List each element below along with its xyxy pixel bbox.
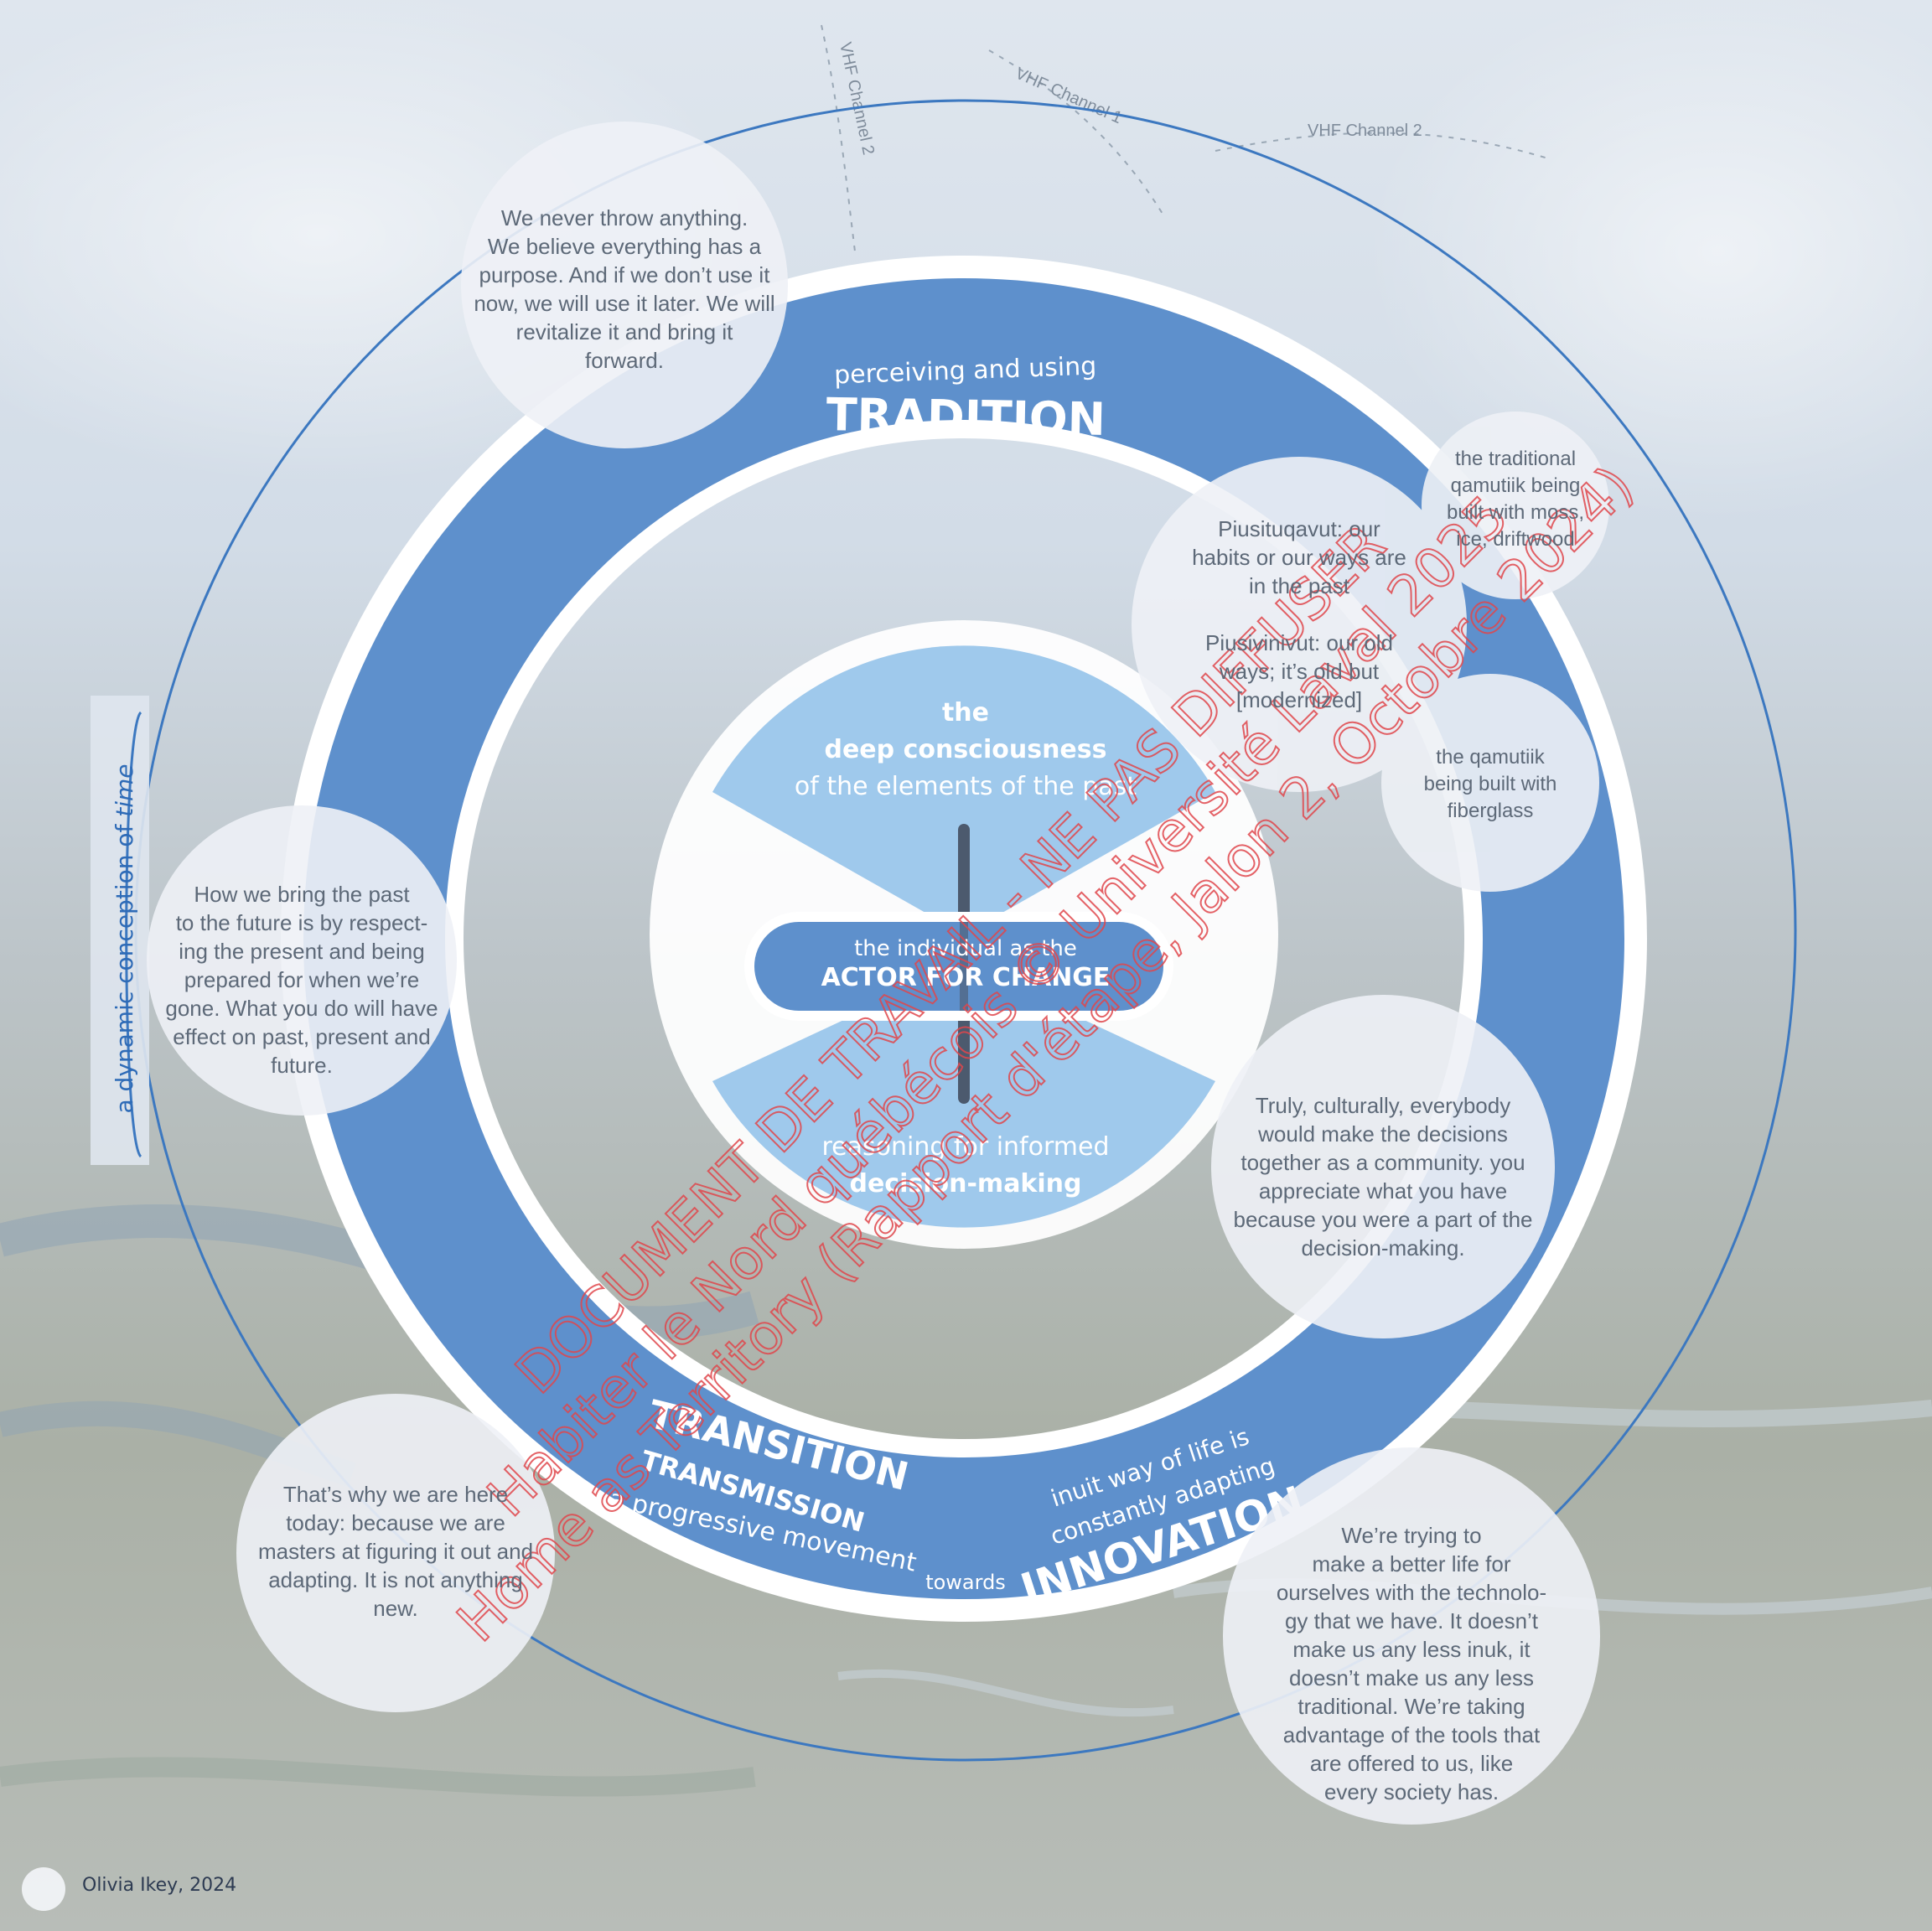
center-top-the: the: [942, 698, 989, 727]
bubble-traditional-qamutiik: [1422, 412, 1609, 599]
quote-fiberglass-qamutiik: the qamutiik being built with fiberglass: [1423, 746, 1557, 822]
bubble-past-future: [147, 805, 457, 1116]
bubble-better-life: [1223, 1447, 1600, 1825]
center-top-deep: deep consciousness: [824, 735, 1106, 764]
time-axis-emphasis: time: [111, 764, 138, 816]
bubble-never-throw: [461, 122, 788, 448]
quote-bubbles: [22, 122, 1609, 1911]
quote-past-future: How we bring the past to the future is b…: [165, 882, 438, 1078]
vhf-label-3: VHF Channel 2: [1308, 122, 1422, 140]
credit-caption: Olivia Ikey, 2024: [82, 1875, 237, 1896]
quote-piusituqavut: Piusituqavut: our habits or our ways are…: [1192, 516, 1406, 598]
quote-never-throw: We never throw anything. We believe ever…: [474, 205, 775, 373]
bubble-fiberglass: [1381, 674, 1599, 892]
quote-better-life: We’re trying to make a better life for o…: [1276, 1523, 1547, 1804]
tradition-title: TRADITION: [826, 388, 1106, 446]
pill-line-2: ACTOR FOR CHANGE: [821, 963, 1111, 992]
center-bottom-decision: decision-making: [849, 1169, 1081, 1198]
time-axis-label: a dynamic conception of time: [111, 764, 138, 1113]
bubble-community: [1211, 995, 1555, 1338]
consciousness-sector: [712, 645, 1215, 934]
vhf-channel-lines: [821, 24, 1551, 252]
time-axis-prefix: a dynamic conception of: [111, 817, 138, 1114]
center-top-elements: of the elements of the past: [795, 772, 1137, 801]
pill-line-1: the individual as the: [854, 936, 1077, 961]
quote-piusivinivut: Piusivinivut: our old ways; it’s old but…: [1205, 630, 1393, 712]
quote-community: Truly, culturally, everybody would make …: [1233, 1093, 1533, 1261]
time-bracket: [125, 711, 142, 1158]
quote-masters: That’s why we are here today: because we…: [257, 1482, 534, 1621]
center-bottom-reasoning: reasoning for informed: [821, 1132, 1109, 1162]
bubble-piusituqavut: [1132, 457, 1467, 792]
towards-label: towards: [925, 1571, 1006, 1594]
credit-dot: [22, 1867, 65, 1911]
quote-traditional-qamutiik: the traditional qamutiik being built wit…: [1446, 448, 1585, 551]
actor-pill: [754, 922, 1163, 1011]
bubble-masters: [236, 1394, 555, 1712]
